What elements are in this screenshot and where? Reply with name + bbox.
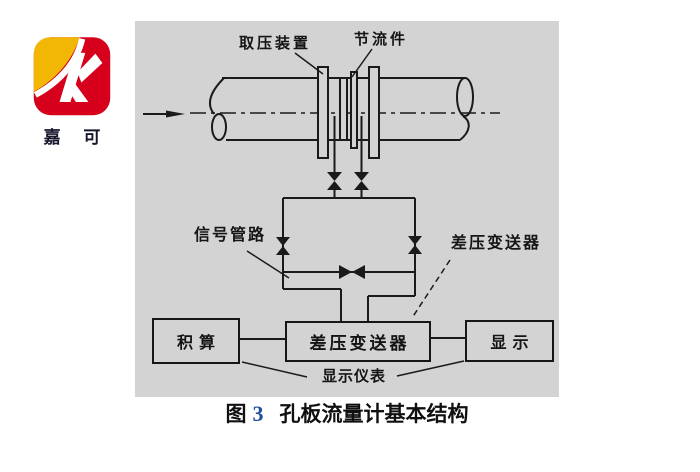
label-throttling-element: 节流件 — [353, 31, 408, 48]
display-box: 显示 — [465, 320, 554, 362]
figure-caption-title: 孔板流量计基本结构 — [279, 403, 469, 426]
figure-caption-number: 3 — [252, 401, 264, 426]
display-box-label: 显示 — [490, 335, 535, 352]
dp-transmitter-box-label: 差压变送器 — [309, 334, 410, 353]
integrator-box-label: 积算 — [176, 335, 221, 352]
label-display-instruments: 显示仪表 — [321, 368, 386, 385]
brand-logo: 嘉 可 — [33, 36, 111, 148]
label-dp-transmitter: 差压变送器 — [450, 235, 541, 252]
brand-name: 嘉 可 — [43, 128, 110, 147]
label-signal-piping: 信号管路 — [193, 227, 266, 244]
label-pressure-tap-device: 取压装置 — [238, 35, 311, 52]
brand-logo-icon — [33, 37, 111, 116]
integrator-box: 积算 — [152, 318, 240, 364]
dp-transmitter-box: 差压变送器 — [285, 321, 431, 362]
figure-caption-label: 图 — [225, 403, 247, 426]
